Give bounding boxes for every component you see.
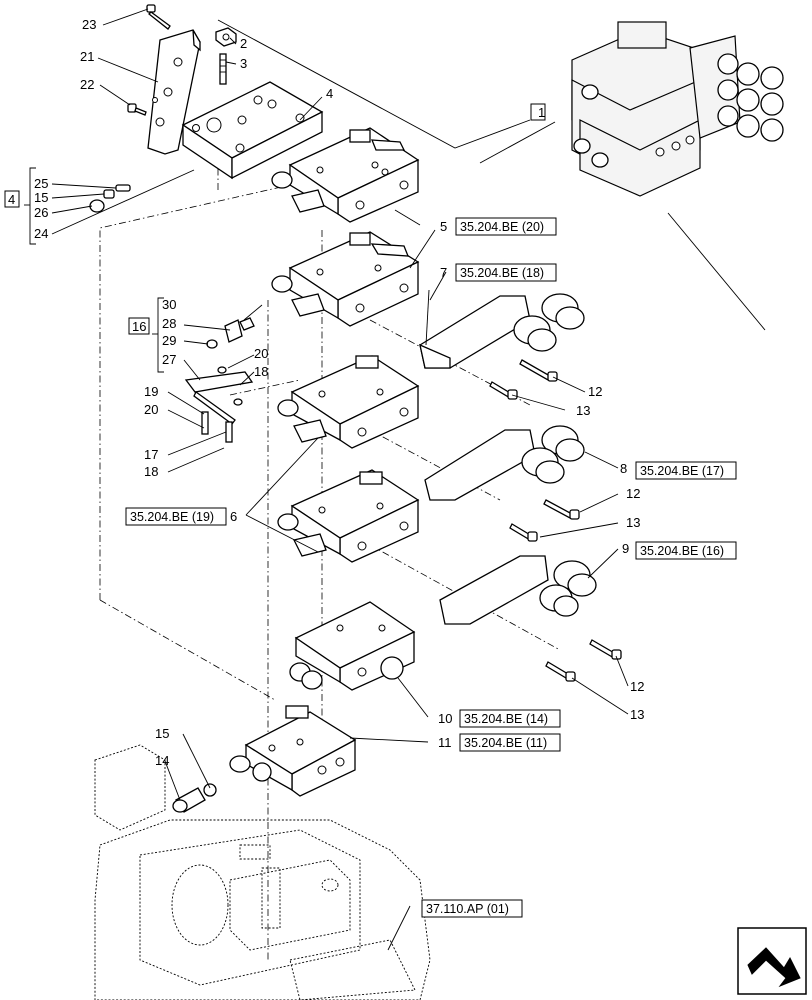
valve-section-10 <box>289 601 416 691</box>
kit-bracket-4 <box>24 167 36 245</box>
label-6: 6 <box>230 509 237 524</box>
label-23: 23 <box>82 17 96 32</box>
valve-section-a <box>271 127 420 223</box>
reference-labels: 35.204.BE (20) 35.204.BE (18) 35.204.BE … <box>130 220 724 916</box>
label-13-a: 13 <box>576 403 590 418</box>
label-14: 14 <box>155 753 169 768</box>
assembly-1-box <box>530 103 546 121</box>
label-11: 11 <box>438 735 452 750</box>
ref-transmission[interactable]: 37.110.AP (01) <box>426 902 509 916</box>
ref-box-9 <box>635 541 737 560</box>
label-8: 8 <box>620 461 627 476</box>
label-12-a: 12 <box>588 384 602 399</box>
label-1: 1 <box>538 105 545 120</box>
ref-8[interactable]: 35.204.BE (17) <box>640 464 724 478</box>
ref-box-8 <box>635 461 737 480</box>
small-parts-kit-4 <box>89 184 131 213</box>
label-13-b: 13 <box>626 515 640 530</box>
label-10: 10 <box>438 711 452 726</box>
valve-section-11 <box>229 705 357 797</box>
label-30: 30 <box>162 297 176 312</box>
kit-bracket-16 <box>152 297 164 373</box>
label-15-bottom: 15 <box>155 726 169 741</box>
ref-6[interactable]: 35.204.BE (19) <box>130 510 214 524</box>
valve-assembly-overview <box>571 21 784 197</box>
ref-box-11 <box>459 733 561 752</box>
kit-4-box <box>4 190 20 208</box>
leader-lines <box>51 8 629 951</box>
label-27: 27 <box>162 352 176 367</box>
valve-section-c <box>277 355 420 449</box>
label-3: 3 <box>240 56 247 71</box>
label-7: 7 <box>440 265 447 280</box>
screw-22 <box>127 103 147 116</box>
ref-box-transmission <box>421 899 523 918</box>
transmission-housing <box>94 744 431 1000</box>
valve-section-d <box>277 469 420 563</box>
valve-section-b <box>271 231 420 327</box>
label-28: 28 <box>162 316 176 331</box>
bolt-23 <box>146 4 171 30</box>
label-9: 9 <box>622 541 629 556</box>
label-18-bottom: 18 <box>144 464 158 479</box>
ref-9[interactable]: 35.204.BE (16) <box>640 544 724 558</box>
label-29: 29 <box>162 333 176 348</box>
kit-16-box <box>128 317 150 335</box>
cover-plate <box>181 81 324 180</box>
ref-box-5 <box>455 217 557 236</box>
ref-7[interactable]: 35.204.BE (18) <box>460 266 544 280</box>
nut-2 <box>215 27 237 47</box>
label-12-c: 12 <box>630 679 644 694</box>
label-21: 21 <box>80 49 94 64</box>
ref-11[interactable]: 35.204.BE (11) <box>464 736 547 750</box>
ref-box-7 <box>455 263 557 282</box>
label-kit-16: 16 <box>132 319 146 334</box>
mounting-bracket <box>147 29 201 155</box>
label-24: 24 <box>34 226 48 241</box>
label-4: 4 <box>326 86 333 101</box>
coupler-block-8 <box>424 425 585 501</box>
label-5: 5 <box>440 219 447 234</box>
label-2: 2 <box>240 36 247 51</box>
label-19: 19 <box>144 384 158 399</box>
stud-3 <box>219 53 227 85</box>
label-15-top: 15 <box>34 190 48 205</box>
label-25: 25 <box>34 176 48 191</box>
ref-box-10 <box>459 709 561 728</box>
label-20-top: 20 <box>254 346 268 361</box>
ref-5[interactable]: 35.204.BE (20) <box>460 220 544 234</box>
label-kit-4: 4 <box>8 192 15 207</box>
label-18-top: 18 <box>254 364 268 379</box>
coupler-block-9 <box>439 555 597 625</box>
label-17: 17 <box>144 447 158 462</box>
item-labels: 23 21 22 2 3 4 4 25 15 26 24 1 5 7 30 28… <box>8 17 644 768</box>
label-12-b: 12 <box>626 486 640 501</box>
fitting-14 <box>172 783 217 813</box>
label-13-c: 13 <box>630 707 644 722</box>
lever-kit-16 <box>184 317 255 443</box>
ref-box-6 <box>125 507 227 526</box>
next-page-arrow-icon[interactable] <box>737 927 807 995</box>
bolts-12-13 <box>489 359 622 682</box>
ref-10[interactable]: 35.204.BE (14) <box>464 712 548 726</box>
label-22: 22 <box>80 77 94 92</box>
label-26: 26 <box>34 205 48 220</box>
label-20-bottom: 20 <box>144 402 158 417</box>
coupler-block-7 <box>419 293 585 369</box>
